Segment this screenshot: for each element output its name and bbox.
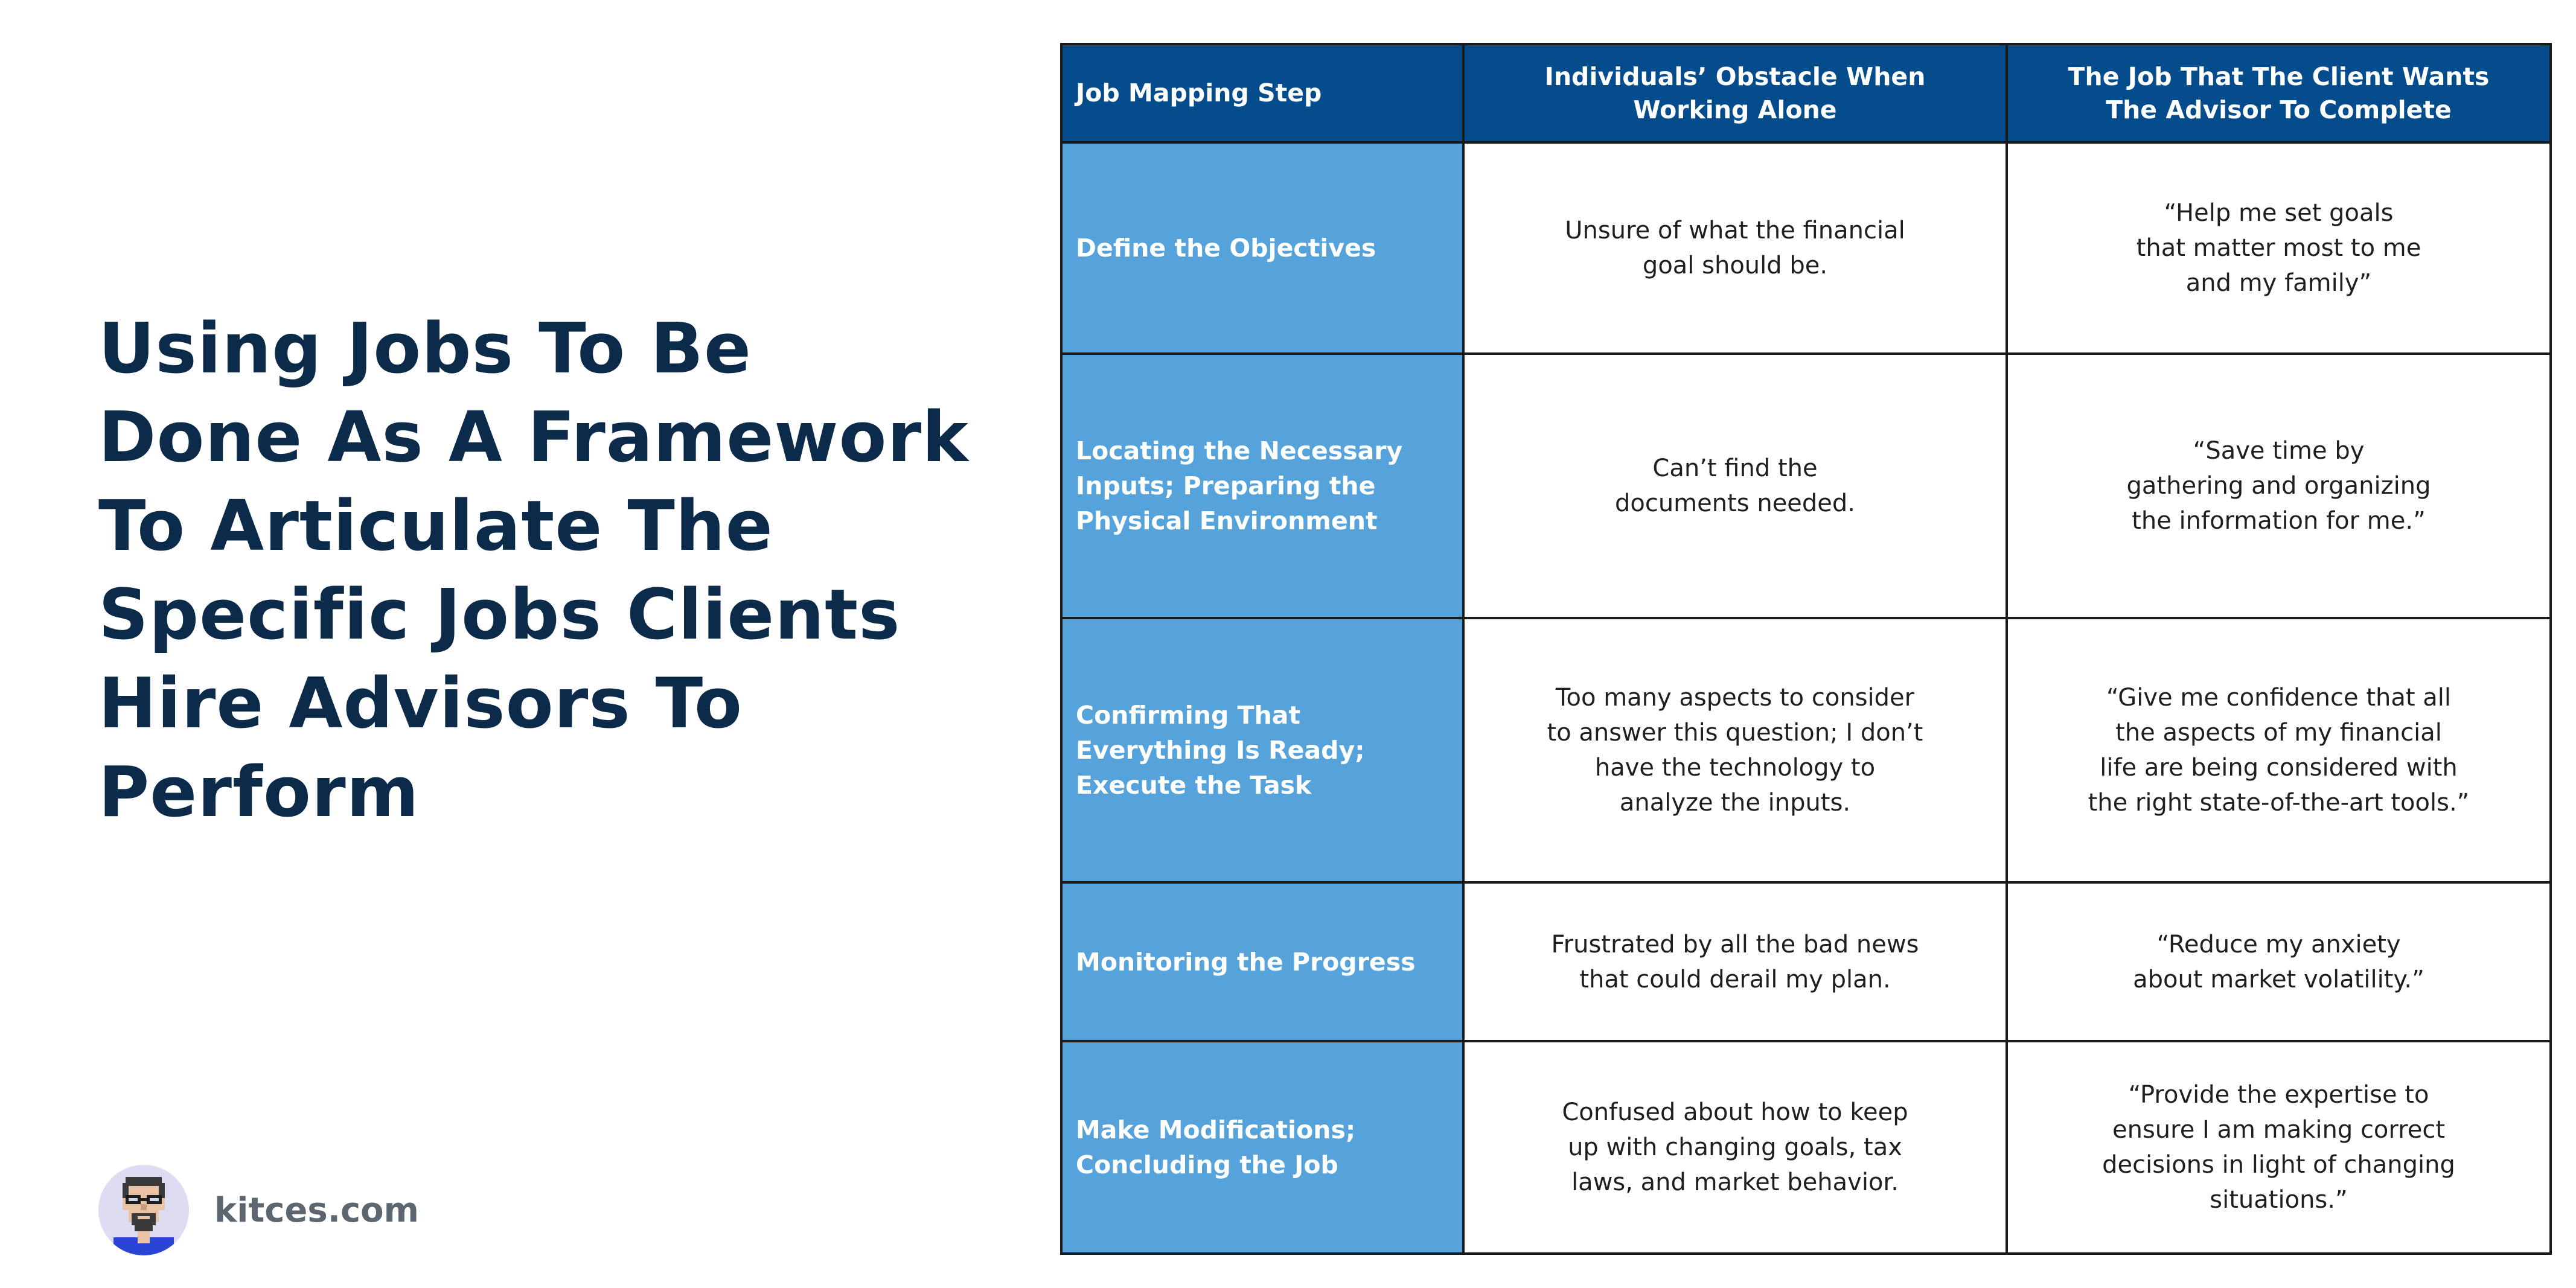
brand-footer: kitces.com	[98, 1165, 419, 1255]
client-job-cell: “Save time by gathering and organizing t…	[2006, 352, 2552, 619]
title-line: Specific Jobs Clients	[98, 575, 901, 655]
client-job-cell: “Give me confidence that all the aspects…	[2006, 617, 2552, 884]
title-line: Hire Advisors To	[98, 663, 743, 744]
table-row: Make Modifications; Concluding the Job C…	[1060, 1040, 2552, 1255]
obstacle-cell: Frustrated by all the bad news that coul…	[1462, 881, 2008, 1042]
jobs-table: Job Mapping Step Individuals’ Obstacle W…	[1060, 43, 2552, 1255]
step-cell: Define the Objectives	[1060, 141, 1465, 355]
table-row: Define the Objectives Unsure of what the…	[1060, 141, 2552, 355]
step-cell: Confirming That Everything Is Ready; Exe…	[1060, 617, 1465, 884]
header-job-mapping-step: Job Mapping Step	[1060, 43, 1465, 144]
table-row: Confirming That Everything Is Ready; Exe…	[1060, 617, 2552, 884]
page-title: Using Jobs To Be Done As A Framework To …	[98, 305, 992, 837]
obstacle-cell: Can’t find the documents needed.	[1462, 352, 2008, 619]
table-row: Locating the Necessary Inputs; Preparing…	[1060, 352, 2552, 619]
title-line: Using Jobs To Be	[98, 308, 752, 389]
step-cell: Locating the Necessary Inputs; Preparing…	[1060, 352, 1465, 619]
client-job-cell: “Provide the expertise to ensure I am ma…	[2006, 1040, 2552, 1255]
obstacle-cell: Confused about how to keep up with chang…	[1462, 1040, 2008, 1255]
client-job-cell: “Help me set goals that matter most to m…	[2006, 141, 2552, 355]
site-name: kitces.com	[214, 1190, 420, 1230]
client-job-cell: “Reduce my anxiety about market volatili…	[2006, 881, 2552, 1042]
header-obstacle: Individuals’ Obstacle When Working Alone	[1462, 43, 2008, 144]
pixel-avatar-icon	[98, 1165, 189, 1255]
title-line: Perform	[98, 752, 420, 833]
obstacle-cell: Too many aspects to consider to answer t…	[1462, 617, 2008, 884]
obstacle-cell: Unsure of what the financial goal should…	[1462, 141, 2008, 355]
title-line: To Articulate The	[98, 486, 773, 567]
table-header-row: Job Mapping Step Individuals’ Obstacle W…	[1060, 43, 2552, 144]
title-line: Done As A Framework	[98, 397, 969, 478]
table-row: Monitoring the Progress Frustrated by al…	[1060, 881, 2552, 1042]
step-cell: Make Modifications; Concluding the Job	[1060, 1040, 1465, 1255]
header-client-job: The Job That The Client Wants The Adviso…	[2006, 43, 2552, 144]
step-cell: Monitoring the Progress	[1060, 881, 1465, 1042]
